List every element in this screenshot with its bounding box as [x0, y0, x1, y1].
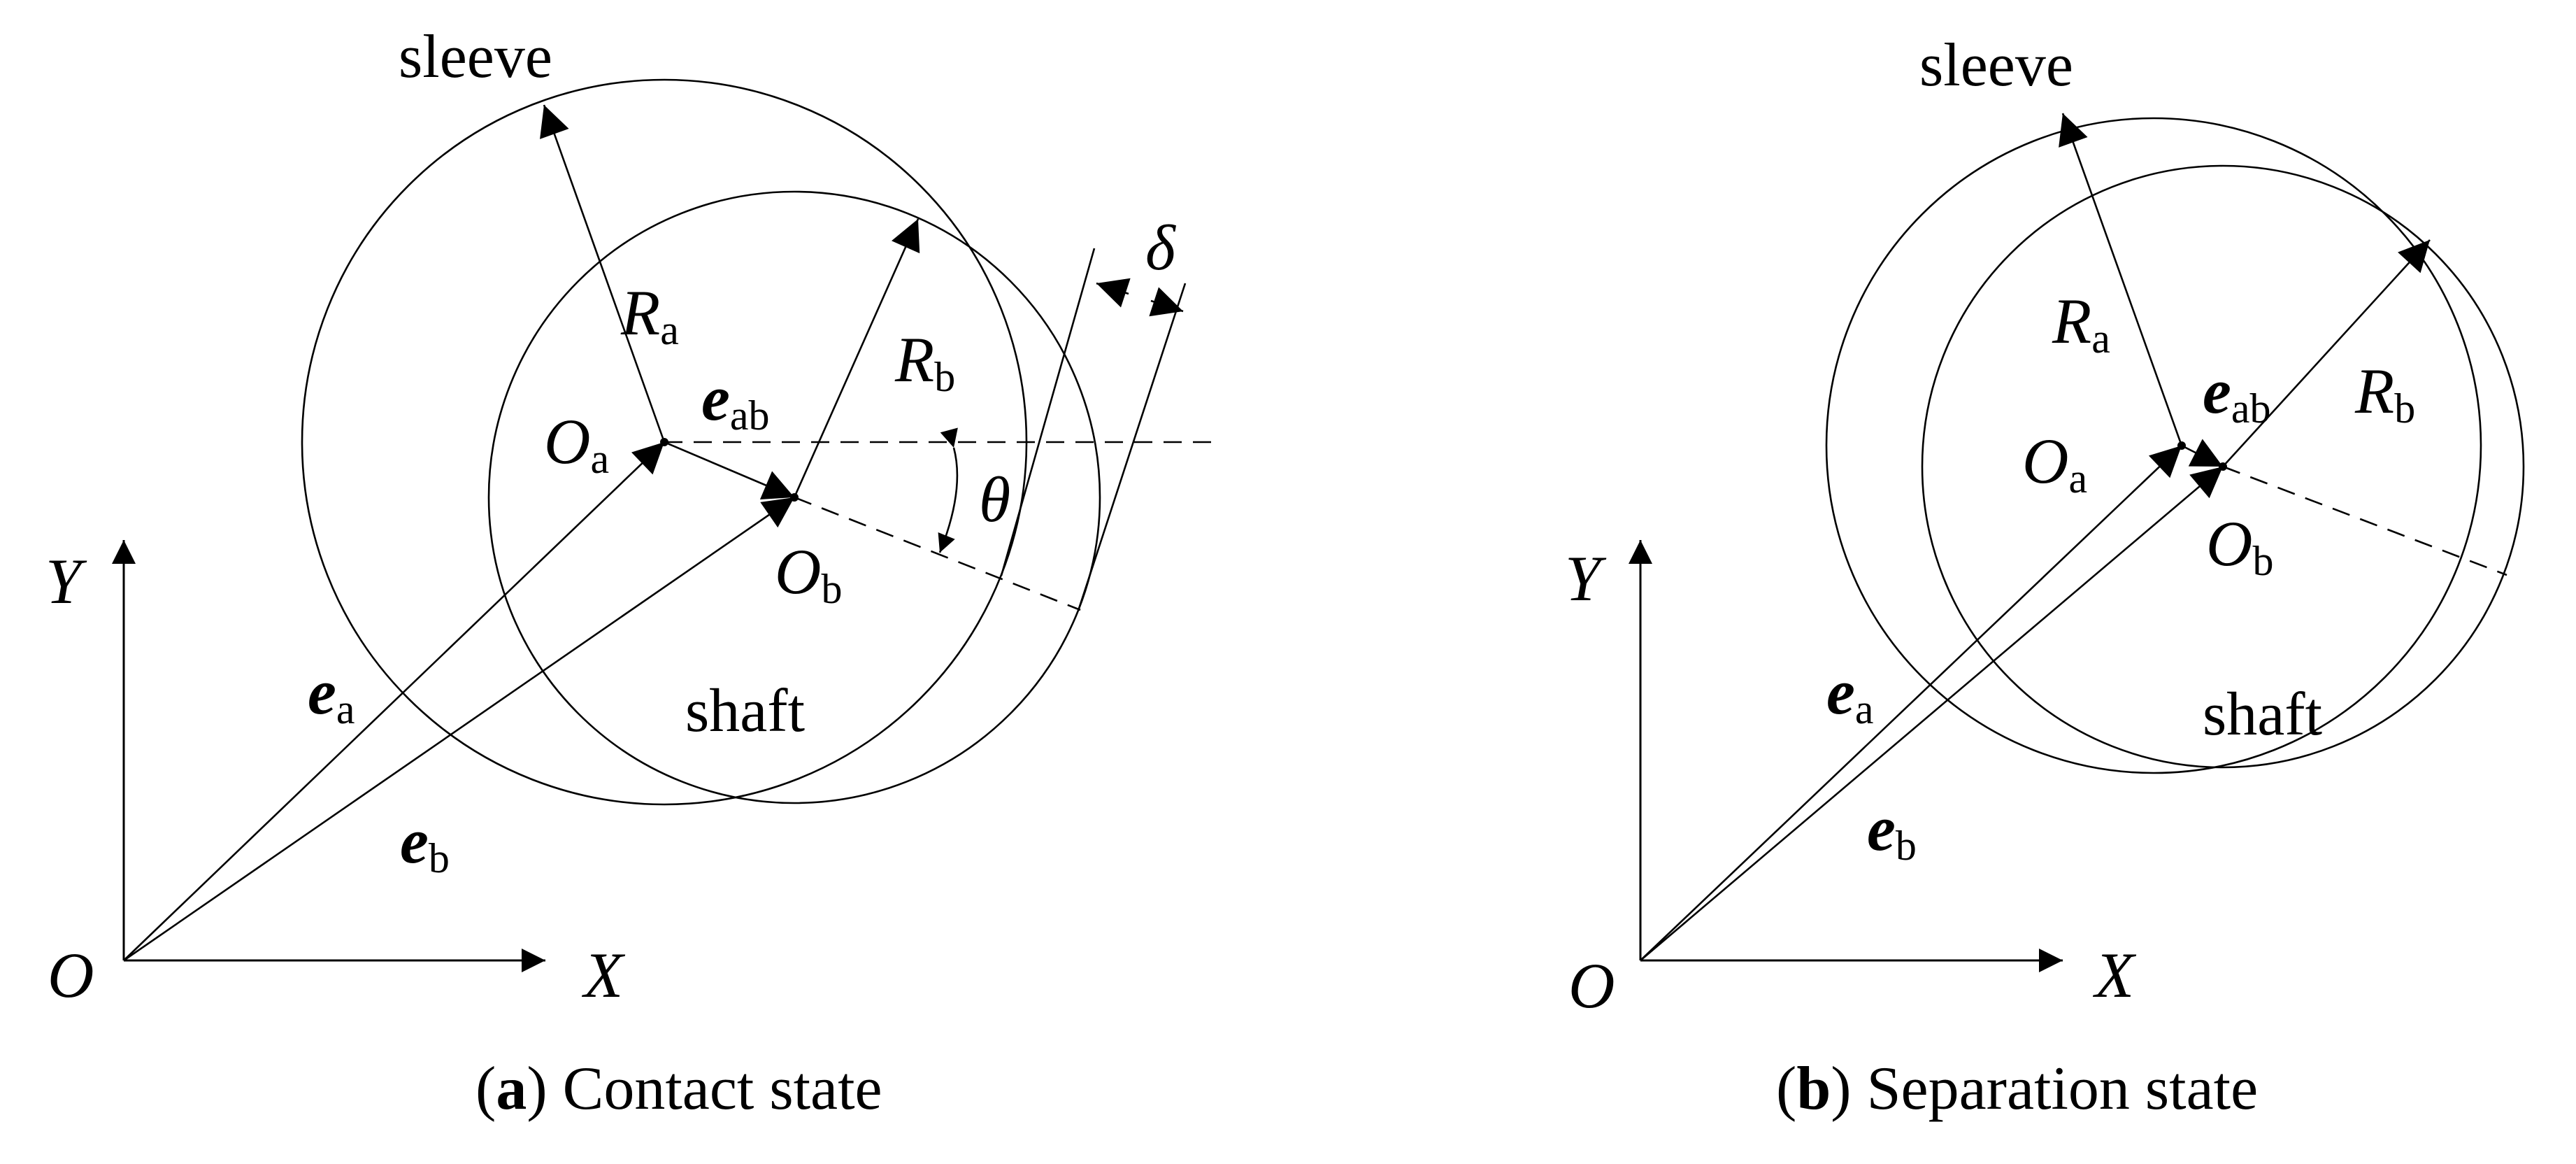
rb-label: Rb — [894, 324, 955, 400]
shaft-label: shaft — [685, 677, 805, 745]
e-ab-arrow — [2181, 439, 2224, 468]
oa-label: Oa — [544, 406, 609, 482]
e-a-arrow — [1640, 445, 2182, 961]
shaft-circle — [487, 190, 1101, 804]
e-b-label: eb — [400, 805, 450, 881]
sleeve-label: sleeve — [1919, 31, 2073, 99]
sleeve-label: sleeve — [399, 23, 552, 91]
delta-arrow-left — [1096, 278, 1131, 308]
delta-extension-2 — [1078, 283, 1187, 609]
e-b-arrow — [1640, 466, 2224, 961]
theta-arc — [938, 427, 959, 553]
x-axis-label: X — [2092, 939, 2137, 1011]
x-axis-label: X — [581, 939, 626, 1011]
radius-rb-arrow — [2222, 239, 2431, 467]
origin-label: O — [1568, 950, 1615, 1021]
radius-rb-arrow — [793, 218, 920, 498]
panel-a: sleeve shaft Ra Rb Oa Ob eab ea eb θ δ O… — [45, 23, 1217, 1123]
contact-direction-line — [2222, 465, 2507, 576]
e-ab-label: eab — [2203, 355, 2270, 432]
e-a-label: ea — [308, 656, 355, 732]
delta-arrow-right — [1149, 287, 1184, 317]
ra-label: Ra — [2052, 285, 2110, 362]
ob-point — [2219, 462, 2227, 471]
sleeve-circle — [1825, 117, 2482, 774]
panel-b: sleeve shaft Ra Rb Oa Ob eab ea eb O X Y… — [1565, 31, 2525, 1123]
caption-a: (a) Contact state — [475, 1055, 882, 1123]
origin-label: O — [48, 939, 94, 1011]
caption-b: (b) Separation state — [1776, 1055, 2258, 1123]
radius-ra-arrow — [540, 104, 666, 443]
y-axis-label: Y — [1565, 543, 1607, 614]
oa-point — [660, 438, 668, 446]
radius-ra-arrow — [2059, 113, 2183, 446]
oa-label: Oa — [2022, 425, 2087, 502]
ob-label: Ob — [2206, 508, 2273, 584]
e-b-arrow — [123, 496, 795, 962]
delta-extension-1 — [1000, 248, 1096, 576]
shaft-circle — [1921, 164, 2525, 769]
contact-direction-line — [794, 496, 1081, 611]
delta-label: δ — [1145, 212, 1176, 283]
rb-label: Rb — [2354, 355, 2415, 432]
ob-point — [790, 493, 799, 502]
theta-label: θ — [979, 464, 1010, 535]
e-a-label: ea — [1826, 656, 1873, 732]
e-a-arrow — [123, 441, 665, 961]
ob-label: Ob — [775, 536, 842, 612]
oa-point — [2177, 441, 2186, 450]
ra-label: Ra — [620, 277, 679, 353]
y-axis-label: Y — [45, 546, 87, 617]
e-b-label: eb — [1867, 793, 1917, 869]
e-ab-label: eab — [701, 362, 769, 439]
shaft-label: shaft — [2203, 681, 2322, 748]
e-ab-arrow — [664, 441, 795, 500]
